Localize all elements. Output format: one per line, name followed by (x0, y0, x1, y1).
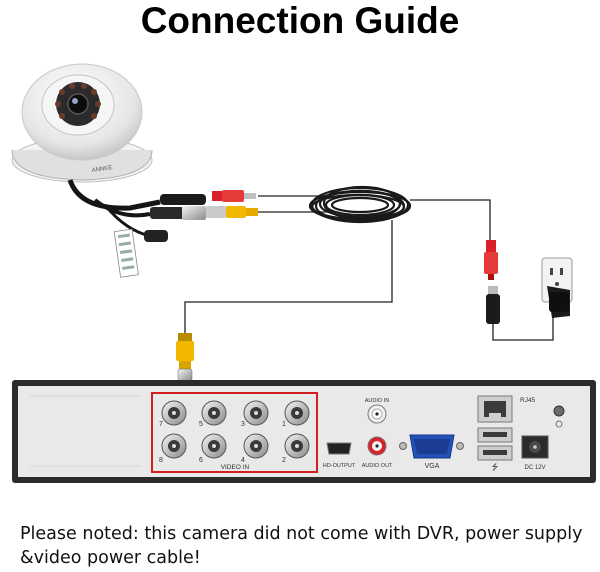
bnc-port-4[interactable] (243, 433, 269, 459)
hdmi-port[interactable] (326, 442, 352, 455)
hd-output-label: HD-OUTPUT (323, 463, 356, 469)
cable-plug-yellow-top (206, 206, 258, 218)
bnc-port-8[interactable] (161, 433, 187, 459)
power-adapter[interactable] (547, 286, 570, 318)
bnc-number: 7 (159, 421, 163, 428)
bnc-number: 5 (199, 421, 203, 428)
bnc-number: 4 (241, 457, 245, 464)
bnc-port-3[interactable] (243, 400, 269, 426)
bnc-number: 2 (282, 457, 286, 464)
bnc-number: 1 (282, 421, 286, 428)
ground-screw (553, 405, 565, 428)
cable-video-to-dvr (184, 220, 393, 335)
audio-in-label: AUDIO IN (365, 398, 389, 404)
usb-icon: ⭍ (492, 463, 499, 472)
bnc-number-labels: 7 5 3 1 8 6 4 2 (159, 421, 286, 464)
disclaimer-note: Please noted: this camera did not come w… (20, 524, 583, 568)
audio-in-port[interactable] (367, 404, 387, 424)
cable-power-to-adapter (410, 199, 491, 244)
cable-adapter-plug (492, 312, 554, 341)
bnc-number: 6 (199, 457, 203, 464)
vga-port[interactable] (399, 434, 464, 459)
bnc-port-2[interactable] (284, 433, 310, 459)
cable-plug-red-top (212, 190, 256, 202)
rj45-label: RJ45 (520, 397, 536, 404)
cable-bnc-to-dvr (176, 333, 194, 382)
coiled-cable[interactable] (308, 185, 412, 224)
cable-plug-red-power (484, 240, 498, 280)
bnc-port-1[interactable] (284, 400, 310, 426)
camera-pigtail (67, 179, 206, 242)
bnc-number: 8 (159, 457, 163, 464)
bnc-port-6[interactable] (201, 433, 227, 459)
bnc-port-grid (161, 400, 310, 459)
dc-12v-label: DC 12V (524, 465, 545, 471)
camera-brand-label: ANNKE (91, 165, 112, 174)
dc-power-jack[interactable] (521, 435, 549, 459)
vga-label: VGA (425, 463, 440, 470)
bnc-port-5[interactable] (201, 400, 227, 426)
power-barrel-connector (160, 194, 206, 205)
cable-tag (113, 228, 139, 278)
usb-ports[interactable] (477, 427, 513, 461)
bnc-number: 3 (241, 421, 245, 428)
audio-out-port[interactable] (367, 436, 387, 456)
cables (184, 195, 554, 341)
power-adapter-plug (486, 286, 500, 324)
rj45-port[interactable] (477, 395, 513, 423)
video-in-highlight-box (151, 392, 318, 473)
bnc-port-7[interactable] (161, 400, 187, 426)
video-in-label: VIDEO IN (221, 464, 250, 471)
ir-leds (55, 83, 101, 119)
dvr-vent (30, 395, 140, 467)
dome-camera[interactable]: ANNKE (11, 63, 153, 183)
audio-out-label: AUDIO OUT (362, 463, 393, 469)
jack-connector (144, 230, 168, 242)
page-title: Connection Guide (140, 0, 460, 41)
